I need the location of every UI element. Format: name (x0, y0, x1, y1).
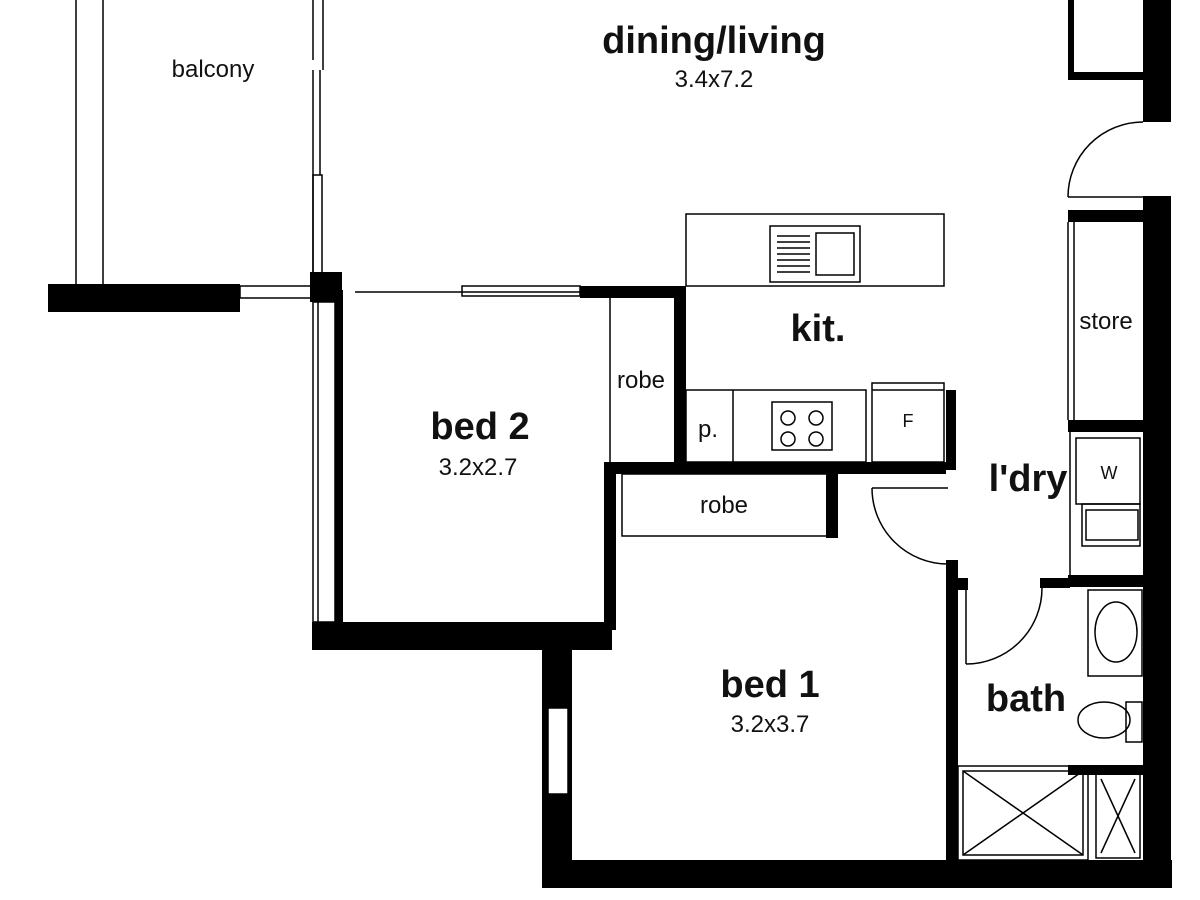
balcony-outline (75, 0, 324, 290)
bed1-label: bed 1 (720, 664, 820, 706)
dining-living-dims: 3.4x7.2 (674, 66, 754, 93)
bed1-robe (621, 473, 838, 538)
balcony-label: balcony (171, 56, 255, 83)
bath-label: bath (985, 678, 1067, 720)
laundry-appliances (1069, 432, 1141, 575)
bed1-robe-label: robe (699, 492, 749, 519)
bed2-label: bed 2 (430, 406, 530, 448)
pantry-label: p. (697, 416, 719, 443)
kitchen-label: kit. (790, 308, 846, 350)
store-outline (1067, 222, 1075, 420)
exterior-walls (1068, 0, 1171, 888)
bed2-robe-label: robe (616, 367, 666, 394)
bed2-door-track (312, 285, 581, 623)
washer-label: W (1100, 463, 1118, 483)
laundry-door (871, 487, 949, 565)
bath-fixtures (1077, 589, 1143, 743)
kitchen-counter (685, 382, 945, 463)
bath-walls (958, 578, 1070, 590)
laundry-label: l'dry (988, 458, 1068, 500)
balcony-wall (48, 272, 342, 312)
bed2-dims: 3.2x2.7 (438, 454, 518, 481)
bed1-walls (542, 560, 1172, 888)
bed1-window (547, 707, 569, 795)
bath-door (965, 587, 1043, 665)
store-label: store (1079, 308, 1133, 335)
dining-living-label: dining/living (602, 20, 826, 62)
bed1-dims: 3.2x3.7 (730, 711, 810, 738)
kitchen-island (685, 213, 945, 287)
entry-door (1067, 121, 1144, 198)
fridge-label: F (902, 411, 914, 431)
bed2-walls (312, 286, 956, 650)
shower (957, 765, 1141, 861)
